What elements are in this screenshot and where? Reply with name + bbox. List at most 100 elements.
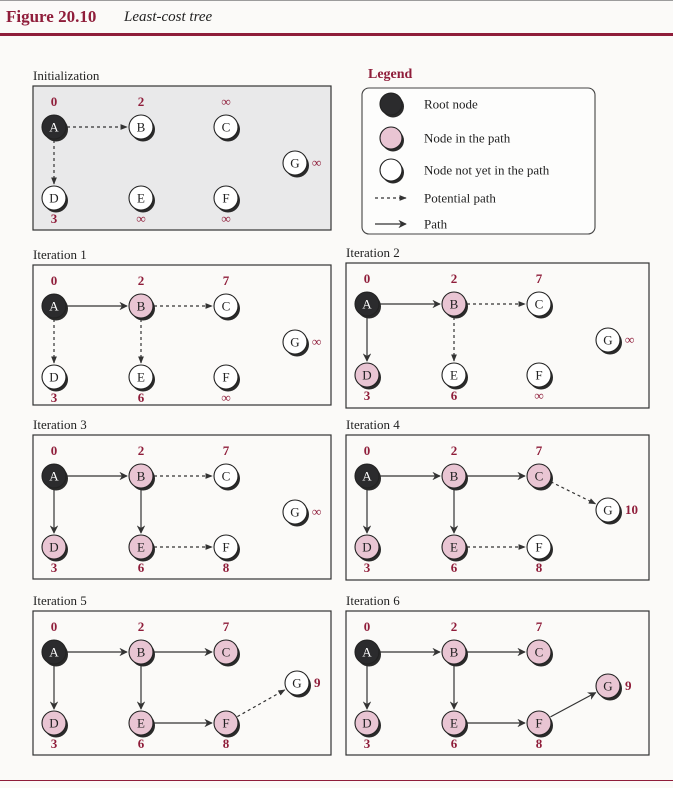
node-label: B — [137, 469, 146, 484]
node-label: E — [137, 191, 145, 206]
potential-edge-CG — [550, 481, 597, 505]
legend-label: Root node — [424, 97, 478, 112]
node-C: C7 — [213, 619, 240, 667]
node-circle — [213, 185, 239, 211]
node-circle — [595, 327, 621, 353]
node-E: E∞ — [128, 185, 155, 226]
legend-item-root: Root node — [379, 92, 478, 118]
node-circle — [213, 364, 239, 390]
cost-label-C: ∞ — [221, 94, 230, 109]
node-E: E6 — [441, 710, 468, 751]
node-label: B — [450, 469, 459, 484]
node-F: F8 — [526, 534, 553, 575]
node-B: B2 — [441, 443, 468, 491]
node-circle — [282, 329, 308, 355]
cost-label-F: 8 — [223, 560, 230, 575]
node-B: B2 — [441, 619, 468, 667]
panel-frame — [32, 85, 332, 231]
cost-label-F: ∞ — [221, 211, 230, 226]
node-F: F∞ — [213, 364, 240, 405]
node-label: E — [450, 368, 458, 383]
node-circle — [441, 710, 467, 736]
node-label: D — [49, 540, 58, 555]
node-circle — [213, 293, 239, 319]
cost-label-F: 8 — [223, 736, 230, 751]
node-A: A0 — [354, 443, 381, 491]
panel-title: Initialization — [33, 68, 100, 83]
legend-item-path-edge: Path — [375, 217, 448, 232]
node-label: D — [362, 716, 371, 731]
cost-label-A: 0 — [51, 273, 58, 288]
node-E: E6 — [441, 534, 468, 575]
path-edge-FG — [550, 692, 597, 718]
node-circle — [128, 114, 154, 140]
node-circle — [41, 463, 67, 489]
node-C: C7 — [213, 273, 240, 321]
node-G: G∞ — [282, 150, 321, 178]
cost-label-C: 7 — [536, 619, 543, 634]
node-circle — [128, 534, 154, 560]
cost-label-G: 9 — [625, 678, 632, 693]
node-label: G — [290, 335, 299, 350]
cost-label-B: 2 — [138, 94, 145, 109]
cost-label-A: 0 — [364, 271, 371, 286]
legend-title: Legend — [368, 67, 413, 82]
node-E: E6 — [128, 710, 155, 751]
node-circle — [441, 639, 467, 665]
cost-label-C: 7 — [536, 443, 543, 458]
figure-number: Figure 20.10 — [6, 7, 97, 26]
cost-label-D: 3 — [364, 560, 371, 575]
cost-label-G: ∞ — [312, 155, 321, 170]
node-label: E — [137, 716, 145, 731]
panel-frame — [32, 610, 332, 756]
node-F: F∞ — [526, 362, 553, 403]
node-label: F — [535, 540, 542, 555]
cost-label-G: 9 — [314, 675, 321, 690]
legend-label: Node not yet in the path — [424, 163, 550, 178]
node-label: D — [362, 368, 371, 383]
node-E: E6 — [441, 362, 468, 403]
cost-label-B: 2 — [138, 619, 145, 634]
node-G: G∞ — [595, 327, 634, 355]
node-A: A0 — [354, 619, 381, 667]
cost-label-C: 7 — [223, 273, 230, 288]
node-B: B2 — [128, 443, 155, 491]
node-D: D3 — [354, 362, 381, 403]
node-label: C — [535, 297, 544, 312]
node-circle — [282, 499, 308, 525]
node-F: F8 — [526, 710, 553, 751]
cost-label-B: 2 — [451, 619, 458, 634]
cost-label-A: 0 — [51, 619, 58, 634]
legend-label: Node in the path — [424, 131, 511, 146]
cost-label-C: 7 — [536, 271, 543, 286]
node-label: C — [535, 645, 544, 660]
cost-label-F: 8 — [536, 736, 543, 751]
panel-frame — [345, 610, 650, 756]
node-circle — [282, 150, 308, 176]
node-circle — [41, 364, 67, 390]
node-C: C7 — [526, 443, 553, 491]
cost-label-A: 0 — [51, 94, 58, 109]
node-label: F — [222, 716, 229, 731]
node-C: C7 — [526, 619, 553, 667]
node-label: D — [49, 191, 58, 206]
node-label: E — [137, 370, 145, 385]
potential-edge-FG — [237, 689, 286, 718]
cost-label-B: 2 — [451, 443, 458, 458]
cost-label-C: 7 — [223, 619, 230, 634]
bottom-rule — [0, 780, 673, 781]
node-circle — [213, 639, 239, 665]
node-G: G∞ — [282, 329, 321, 357]
node-F: F8 — [213, 710, 240, 751]
node-circle — [41, 534, 67, 560]
node-label: G — [603, 503, 612, 518]
node-label: A — [362, 469, 372, 484]
node-label: D — [49, 370, 58, 385]
node-circle — [213, 463, 239, 489]
cost-label-C: 7 — [223, 443, 230, 458]
